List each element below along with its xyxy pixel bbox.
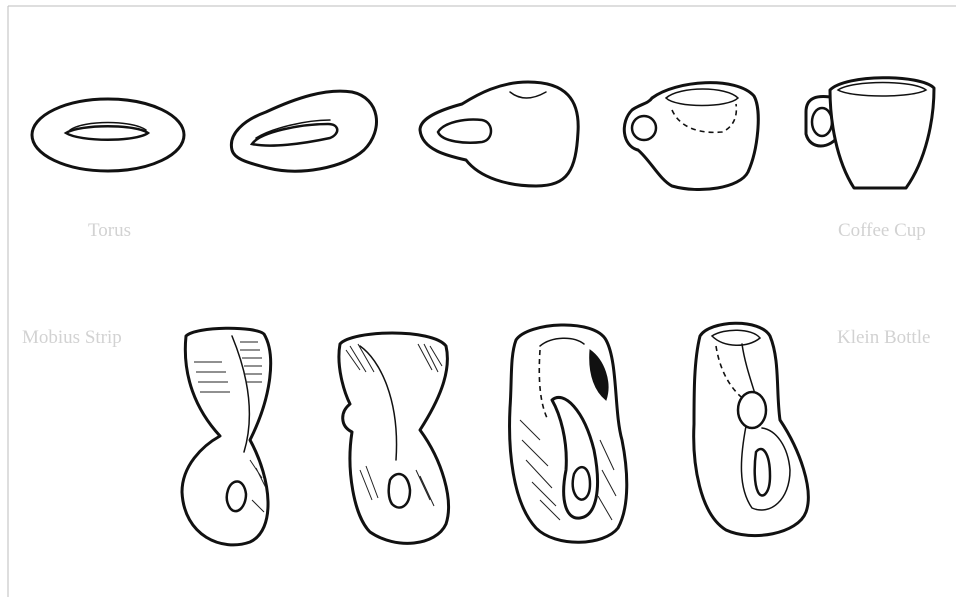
deformed-cup-figure [624,83,758,190]
deformed-torus-2-figure [420,82,578,186]
deformed-klein-figure [510,325,627,542]
mobius-strip-label: Mobius Strip [22,327,122,349]
klein-bottle-label: Klein Bottle [837,327,930,349]
torus-figure [32,99,184,171]
deformed-torus-figure [231,91,376,171]
klein-bottle-figure [694,323,809,535]
deformed-mobius-figure [339,333,449,543]
coffee-cup-figure [806,78,934,188]
coffee-cup-label: Coffee Cup [838,220,926,242]
torus-label: Torus [88,220,131,242]
mobius-strip-figure [182,328,271,545]
